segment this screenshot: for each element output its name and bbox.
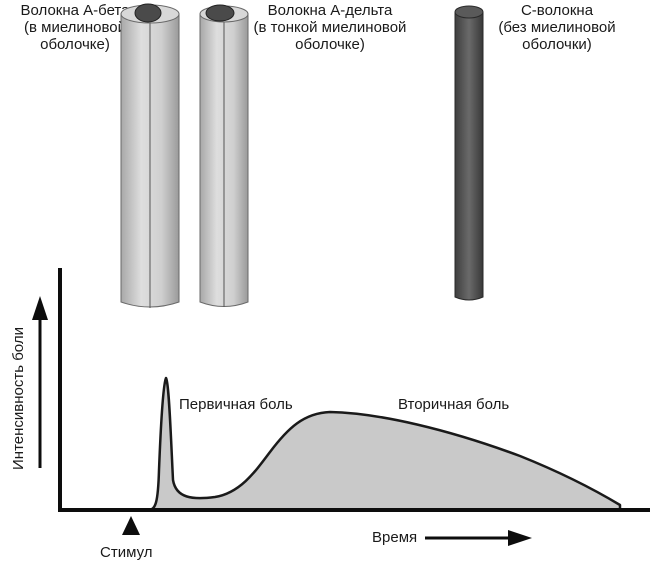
a-beta-fiber-label: Волокна А-бета (в миелиновой оболочке) [0, 2, 150, 53]
a-delta-axon-core [205, 4, 235, 22]
c-fiber [454, 5, 484, 301]
time-arrow [425, 530, 532, 546]
stimulus-label: Стимул [100, 544, 153, 561]
pain-curve [58, 376, 622, 512]
primary-pain-label: Первичная боль [179, 396, 293, 413]
c-fiber-label-line-3: оболочки) [522, 36, 592, 53]
a-delta-label-line-1: Волокна А-дельта [267, 2, 393, 19]
stimulus-marker [122, 516, 140, 535]
y-axis-label: Интенсивность боли [10, 327, 27, 470]
x-axis-label: Время [372, 529, 417, 546]
a-delta-fiber [199, 4, 249, 307]
a-delta-fiber-label: Волокна А-дельта (в тонкой миелиновой об… [240, 2, 420, 53]
y-axis-arrow [32, 296, 48, 468]
a-beta-fiber [120, 3, 180, 308]
secondary-pain-label: Вторичная боль [398, 396, 509, 413]
c-fiber-label: С-волокна (без миелиновой оболочки) [482, 2, 632, 53]
c-fiber-label-line-1: С-волокна [520, 2, 594, 19]
c-fiber-label-line-2: (без миелиновой [498, 19, 616, 36]
a-delta-label-line-3: оболочке) [295, 36, 365, 53]
a-beta-label-line-1: Волокна А-бета [20, 2, 130, 19]
a-beta-label-line-3: оболочке) [40, 36, 110, 53]
a-delta-label-line-2: (в тонкой миелиновой [253, 19, 407, 36]
a-beta-label-line-2: (в миелиновой [24, 19, 126, 36]
a-beta-axon-core [134, 3, 162, 23]
